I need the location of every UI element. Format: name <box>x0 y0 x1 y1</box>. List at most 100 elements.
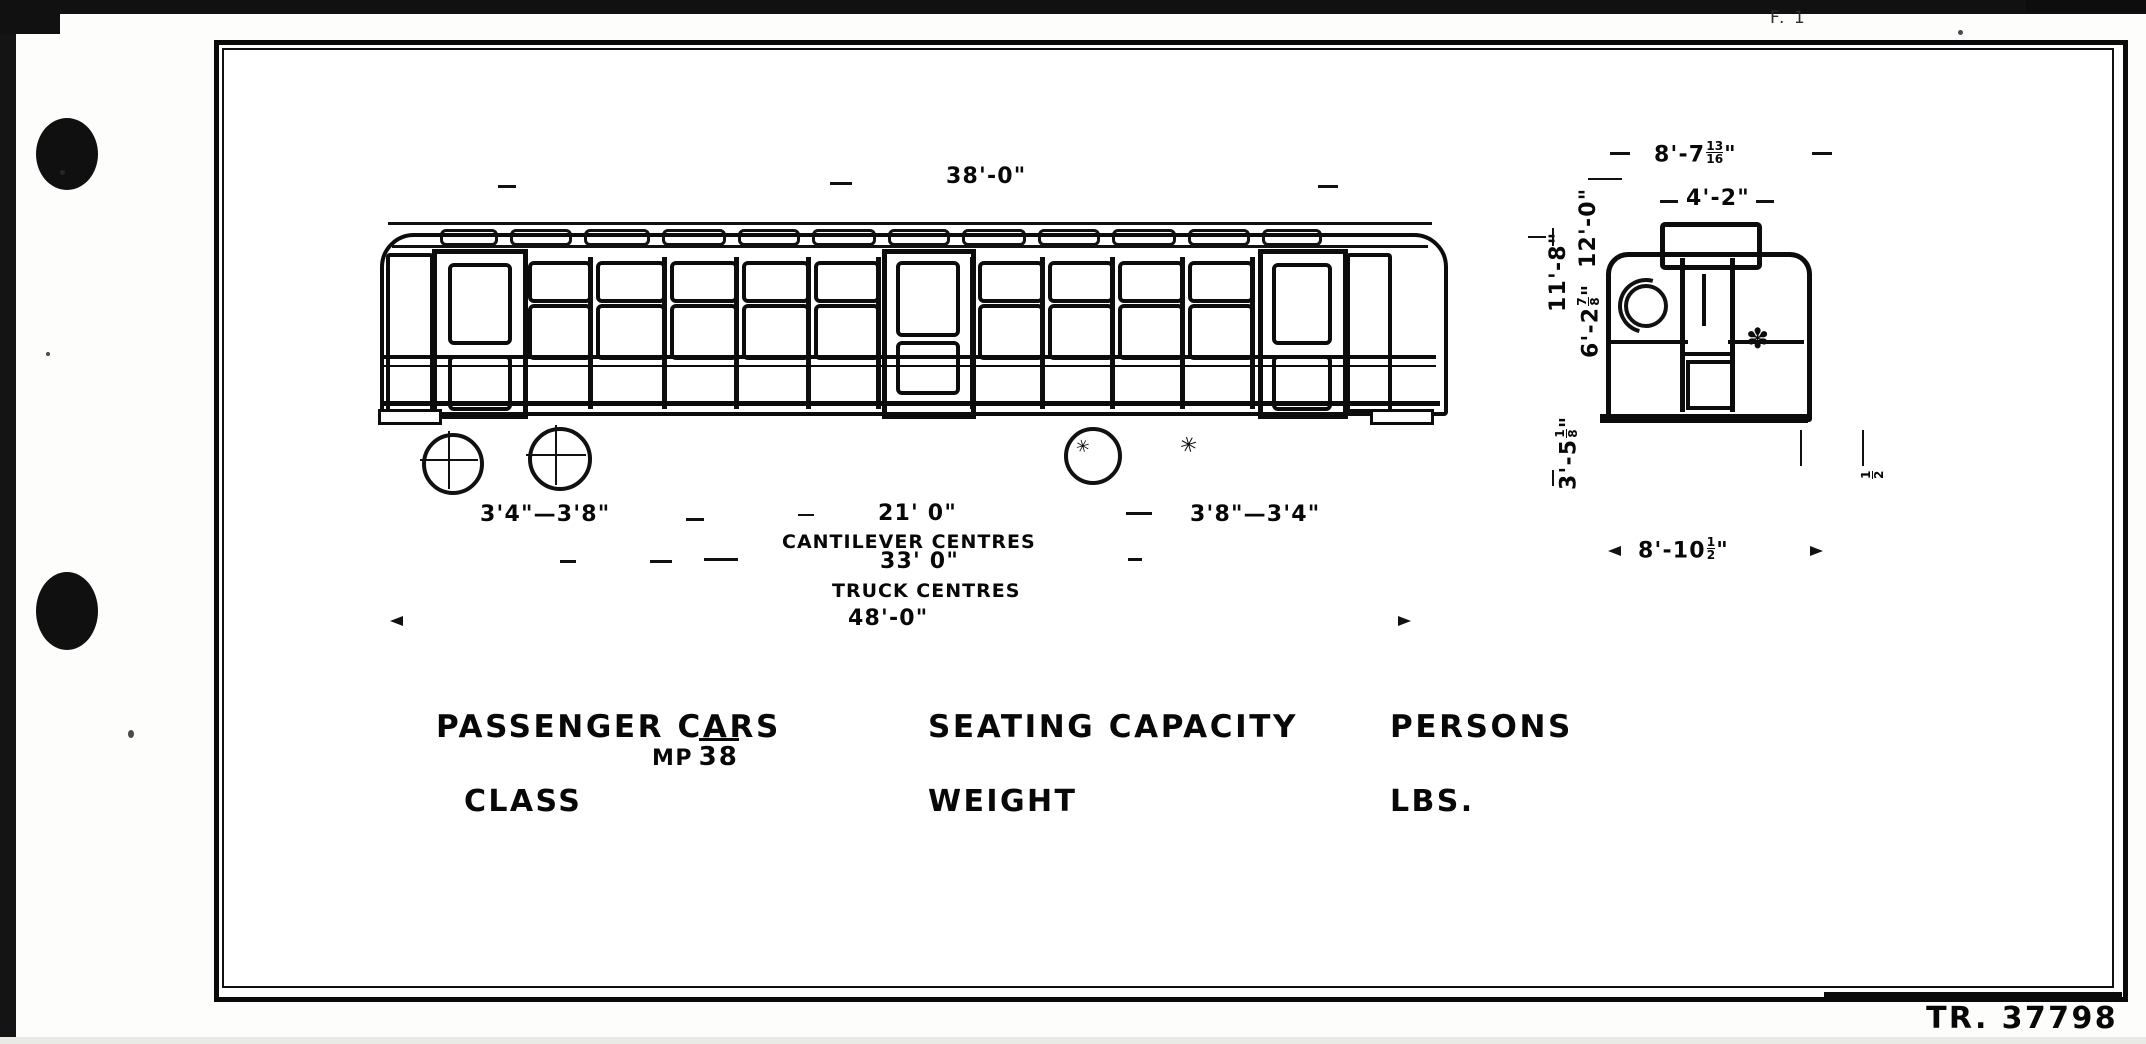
roof-vent <box>1112 229 1176 246</box>
class-fraction-denominator: 38 <box>698 738 739 772</box>
drawing-number: TR. 37798 <box>1926 1001 2118 1036</box>
roof-edge-line <box>388 222 1432 225</box>
caption-class-fraction: MP 38 <box>652 738 739 772</box>
roof-vent <box>1188 229 1250 246</box>
dim-arrow-right <box>1810 546 1823 556</box>
dim-truck-centres-value: 33' 0" <box>880 549 959 574</box>
end-window-circle <box>1624 284 1668 328</box>
window-lower <box>1118 304 1184 360</box>
window-upper <box>1188 261 1254 303</box>
drawing-number-rule <box>1824 992 2122 998</box>
scan-speck <box>60 170 65 175</box>
door-panel-right <box>1272 355 1332 411</box>
wheel-centreline <box>420 459 478 461</box>
underframe-line <box>382 401 1440 406</box>
dim-tick <box>1552 470 1554 486</box>
roof-vent <box>812 229 876 246</box>
waist-rail-2 <box>384 365 1436 367</box>
end-rail-right <box>1728 340 1804 344</box>
window-lower <box>1188 304 1254 360</box>
window-pillar <box>876 257 881 409</box>
window-lower <box>814 304 880 360</box>
end-pillar-left <box>1680 258 1685 412</box>
dim-tick <box>798 514 814 516</box>
door-frame-right <box>1258 249 1348 419</box>
centre-door-panel <box>896 341 960 395</box>
dim-tick <box>1756 200 1774 203</box>
end-elevation-view: ✽ <box>1598 222 1812 427</box>
end-underframe <box>1600 414 1808 423</box>
window-upper <box>978 261 1044 303</box>
window-upper <box>814 261 880 303</box>
roof-vent <box>1262 229 1322 246</box>
scan-edge-bottom <box>0 1037 2146 1044</box>
dim-overall-length: 48'-0" <box>848 606 929 631</box>
window-pillar <box>1180 257 1185 409</box>
window-upper <box>1048 261 1114 303</box>
caption-column-capacity: SEATING CAPACITY WEIGHT <box>928 709 1299 817</box>
window-upper <box>528 261 592 303</box>
dim-tick <box>830 182 852 185</box>
window-lower <box>670 304 738 360</box>
roof-vent <box>440 229 498 246</box>
caption-seating-capacity: SEATING CAPACITY <box>928 709 1299 745</box>
waist-rail <box>384 355 1436 359</box>
footboard-right <box>1370 409 1434 425</box>
scan-edge-top <box>0 0 2146 14</box>
dim-tick <box>1128 558 1142 561</box>
window-pillar <box>970 257 975 409</box>
end-rail-centre <box>1684 352 1730 356</box>
end-centre-marker <box>1702 274 1706 326</box>
class-fraction-numerator: MP <box>652 746 694 771</box>
window-upper <box>596 261 666 303</box>
scan-corner-mark <box>0 0 60 34</box>
caption-class-label: CLASS <box>464 784 583 819</box>
dim-tick <box>1588 178 1622 180</box>
dim-tick <box>1318 185 1338 188</box>
scan-speck <box>128 730 134 738</box>
roof-vent <box>662 229 726 246</box>
window-lower <box>528 304 592 360</box>
wheel <box>422 433 484 495</box>
dim-body-length: 38'-0" <box>946 164 1027 189</box>
drawing-frame-outer <box>214 40 2128 1002</box>
roof-line <box>392 245 1428 248</box>
door-window-right <box>1272 263 1332 345</box>
caption-passenger-cars: PASSENGER CARS <box>436 709 781 745</box>
scan-edge-right <box>2026 0 2146 12</box>
caption-weight: WEIGHT <box>928 784 1078 819</box>
dim-tick <box>1552 228 1554 246</box>
footboard-left <box>378 409 442 425</box>
dim-tick <box>704 558 738 561</box>
coupler-symbol: ✽ <box>1746 322 1770 355</box>
binder-hole <box>36 572 98 650</box>
window-pillar <box>588 257 593 409</box>
roof-vent <box>584 229 650 246</box>
side-elevation-view: ✳ ✳ <box>370 205 1450 495</box>
roof-vent <box>510 229 572 246</box>
caption-lbs: LBS. <box>1390 784 1475 819</box>
window-pillar <box>734 257 739 409</box>
roof-headstock-box <box>1660 222 1762 270</box>
door-frame-left <box>432 249 528 419</box>
dim-tick <box>1610 152 1630 155</box>
window-pillar <box>1250 257 1255 409</box>
roof-vent <box>888 229 950 246</box>
wheel-centreline <box>526 454 586 456</box>
roof-vent <box>962 229 1026 246</box>
dim-tick <box>1528 236 1546 238</box>
dim-tick <box>1862 430 1864 466</box>
door-window-left <box>448 263 512 345</box>
window-pillar <box>662 257 667 409</box>
window-pillar <box>806 257 811 409</box>
dim-arrow-left <box>390 616 403 626</box>
window-upper <box>742 261 810 303</box>
window-lower <box>596 304 666 360</box>
dim-cantilever-centres-value: 21' 0" <box>878 501 957 526</box>
wheel <box>528 427 592 491</box>
window-lower <box>978 304 1044 360</box>
dim-tick <box>1800 430 1802 466</box>
